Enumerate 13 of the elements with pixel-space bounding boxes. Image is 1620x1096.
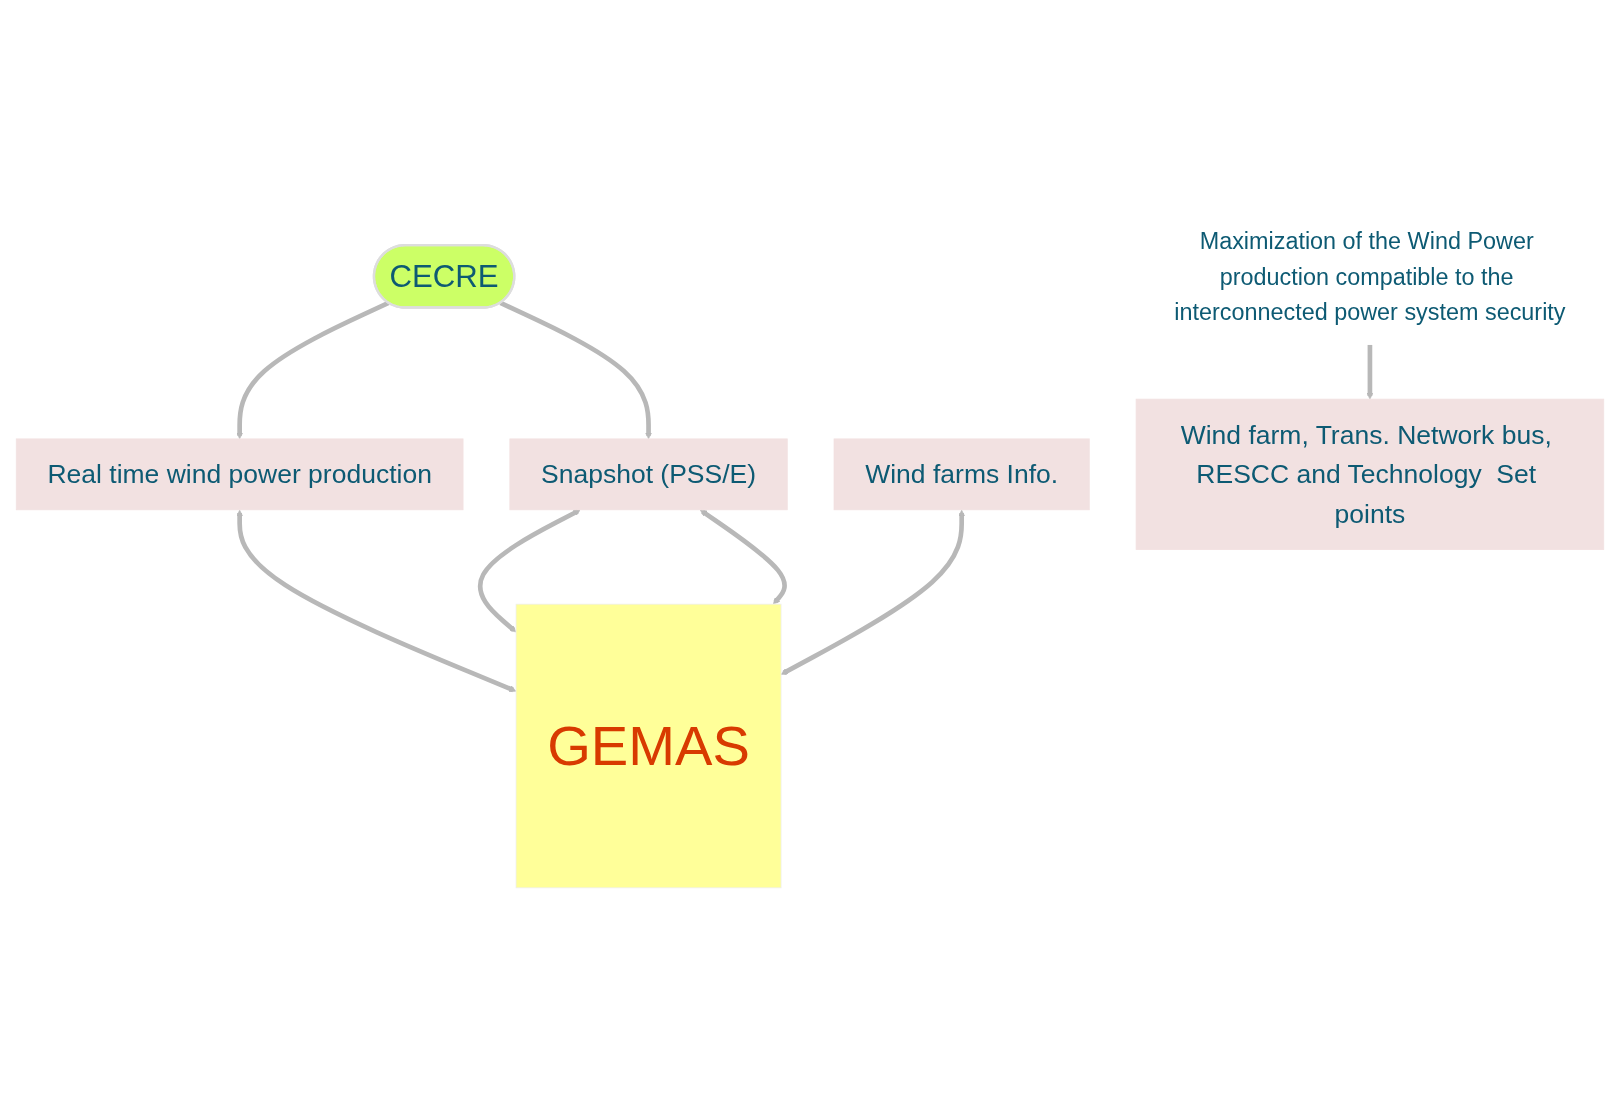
arrow bbox=[236, 509, 517, 693]
node-box: Real time wind power production bbox=[15, 438, 464, 511]
arrow bbox=[1366, 344, 1374, 400]
arrow bbox=[499, 300, 652, 440]
node-box: Wind farms Info. bbox=[833, 438, 1090, 511]
node-box: GEMAS bbox=[515, 603, 782, 889]
arrow bbox=[780, 509, 966, 675]
node-text: Maximization of the Wind Power production compatible to the interconnected power system security bbox=[1174, 228, 1566, 325]
arrow bbox=[699, 509, 787, 605]
node-box: Wind farm, Trans. Network bus, RESCC and Technology Set points bbox=[1135, 398, 1605, 550]
arrow bbox=[236, 300, 390, 440]
arrow bbox=[477, 509, 581, 633]
node-box: Snapshot (PSS/E) bbox=[509, 438, 788, 511]
